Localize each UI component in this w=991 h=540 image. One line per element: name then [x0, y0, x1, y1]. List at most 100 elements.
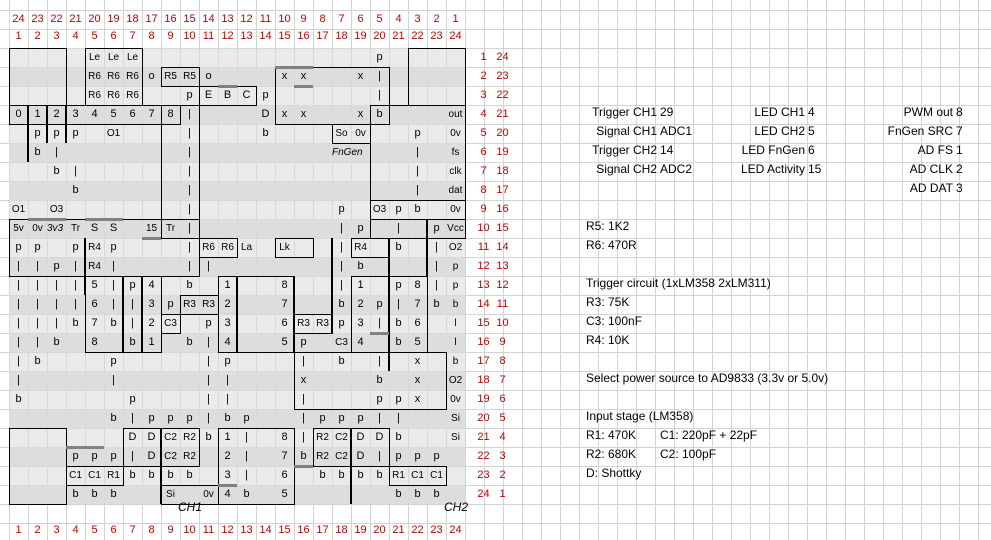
pin-label: l [454, 337, 457, 348]
row-number: 9 [480, 203, 487, 215]
board-cell: b [395, 317, 402, 329]
board-cell: b [262, 127, 269, 139]
board-cell: | [378, 450, 381, 462]
track-cut [85, 218, 123, 221]
column-footer: 16 [297, 524, 310, 536]
row-number: 12 [477, 260, 490, 272]
board-row-fill [9, 86, 465, 105]
pin-label: Si [451, 413, 460, 424]
board-cell: 3 [148, 298, 155, 310]
row-number-mirror: 1 [499, 488, 506, 500]
wire-link [426, 219, 428, 276]
column-header-top: 19 [107, 13, 120, 25]
table-key: AD CLK [909, 162, 953, 176]
board-cell: p [15, 241, 22, 253]
board-cell: | [378, 89, 381, 101]
board-cell: | [435, 260, 438, 272]
row-number-mirror: 10 [496, 317, 509, 329]
board-cell: 8 [414, 279, 421, 291]
column-footer: 15 [278, 524, 291, 536]
board-cell: | [245, 431, 248, 443]
board-cell: R6 [126, 71, 139, 82]
track-cut [370, 332, 389, 335]
board-cell: | [188, 146, 191, 158]
board-cell: R5 [183, 71, 196, 82]
board-cell: x [414, 355, 421, 367]
row-number: 11 [477, 241, 490, 253]
row-number: 4 [480, 108, 487, 120]
board-cell: | [55, 298, 58, 310]
board-cell: Le [88, 52, 101, 63]
board-cell: 7 [281, 298, 288, 310]
board-cell: 1 [224, 279, 231, 291]
row-number-mirror: 12 [496, 279, 509, 291]
board-cell: b [376, 108, 383, 120]
table-key [720, 179, 805, 198]
board-cell: | [207, 336, 210, 348]
row-number: 21 [477, 431, 490, 443]
column-header-top: 5 [376, 13, 383, 25]
row-number: 2 [480, 70, 487, 82]
board-cell: O3 [372, 204, 387, 215]
board-cell: | [36, 298, 39, 310]
board-cell: O1 [106, 128, 121, 139]
board-cell: 6 [414, 317, 421, 329]
table-key: Trigger CH2 [592, 143, 657, 157]
table-key: LED CH2 [754, 124, 805, 138]
board-cell: | [17, 279, 20, 291]
pin-label: 0v [450, 394, 461, 405]
row-number-mirror: 6 [499, 393, 506, 405]
row-number: 22 [477, 450, 490, 462]
table-value: 8 [956, 105, 963, 119]
note-text: R3: 75K [586, 295, 630, 309]
board-cell: 3v3 [47, 223, 64, 234]
board-cell: 6 [281, 469, 288, 481]
board-cell: | [17, 260, 20, 272]
board-cell: Tr [70, 223, 81, 234]
board-cell: p [300, 336, 307, 348]
column-header-bottom: 20 [373, 30, 386, 42]
board-cell: | [226, 393, 229, 405]
board-cell: 7 [91, 317, 98, 329]
column-header-top: 24 [12, 13, 25, 25]
board-cell: p [395, 450, 402, 462]
column-footer: 11 [202, 524, 215, 536]
board-cell: | [188, 203, 191, 215]
board-cell: b [414, 203, 421, 215]
board-cell: b [53, 165, 60, 177]
board-cell: p [148, 412, 155, 424]
board-cell: | [245, 469, 248, 481]
board-row-fill [9, 200, 465, 219]
column-header-top: 23 [31, 13, 44, 25]
column-header-top: 9 [300, 13, 307, 25]
column-header-top: 11 [259, 13, 272, 25]
board-cell: b [338, 298, 345, 310]
column-footer: 18 [335, 524, 348, 536]
board-cell: | [36, 336, 39, 348]
board-cell: R3 [202, 299, 215, 310]
board-cell: p [110, 450, 117, 462]
board-cell: | [207, 412, 210, 424]
board-cell: 6 [281, 317, 288, 329]
board-cell: C2 [164, 451, 177, 462]
note-text: D: Shottky [586, 466, 642, 480]
table-value: 3 [956, 181, 963, 195]
board-cell: p [338, 412, 345, 424]
board-cell: R6 [221, 242, 234, 253]
column-header-top: 18 [126, 13, 139, 25]
board-cell: b [376, 469, 383, 481]
column-footer: 4 [72, 524, 79, 536]
board-cell: 7 [281, 450, 288, 462]
column-footer: 9 [167, 524, 174, 536]
column-header-bottom: 18 [335, 30, 348, 42]
column-header-bottom: 17 [316, 30, 329, 42]
board-cell: p [34, 241, 41, 253]
board-row-fill [9, 371, 465, 390]
board-row-fill [9, 143, 465, 162]
board-cell: | [188, 165, 191, 177]
board-cell: 5v [13, 223, 24, 234]
board-row-fill [9, 124, 465, 143]
board-cell: | [131, 317, 134, 329]
board-cell: | [55, 279, 58, 291]
board-cell: x [300, 374, 307, 386]
